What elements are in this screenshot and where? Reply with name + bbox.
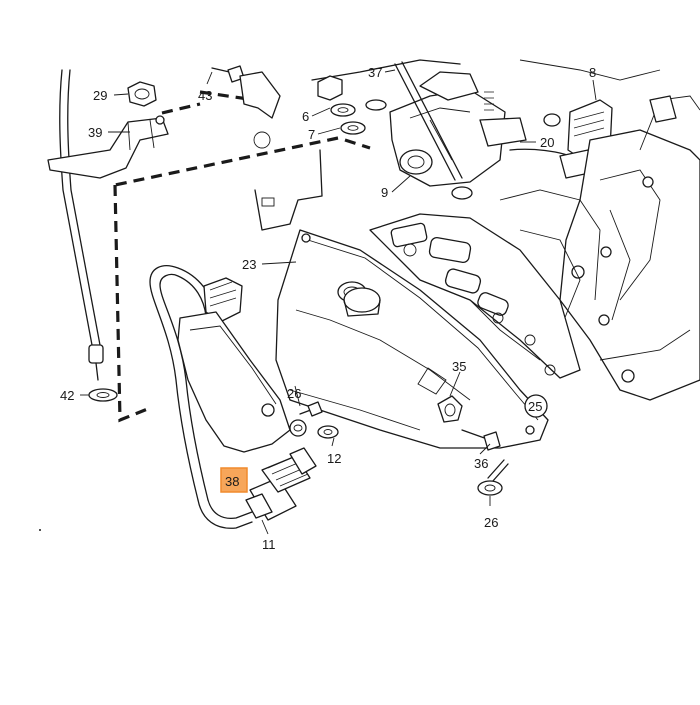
stray-dot (39, 529, 41, 531)
callout-38-highlight[interactable]: 38 (220, 467, 248, 493)
callout-36: 36 (474, 456, 488, 471)
callout-25: 25 (528, 399, 542, 414)
washer-stack-6-7 (317, 75, 387, 135)
clip-35 (437, 395, 463, 423)
washer-42 (88, 388, 118, 402)
leader-lines (80, 69, 597, 535)
callout-26-right: 26 (484, 515, 498, 530)
callout-6: 6 (302, 109, 309, 124)
upper-bracket (239, 59, 461, 231)
cable-connector (203, 277, 243, 323)
bolt-26-left (299, 401, 323, 417)
washer-12 (317, 425, 339, 439)
callout-12: 12 (327, 451, 341, 466)
heat-shield (177, 311, 307, 453)
callout-23: 23 (242, 257, 256, 272)
callout-20: 20 (540, 135, 554, 150)
highlight-box[interactable] (220, 467, 248, 493)
bracket-39 (47, 115, 169, 179)
left-cable-rod (59, 69, 118, 402)
callout-26-left: 26 (287, 386, 301, 401)
cover-23 (275, 229, 549, 449)
callout-42: 42 (60, 388, 74, 403)
part-25-marker (524, 394, 548, 418)
gearbox-housing (499, 59, 700, 401)
callout-29: 29 (93, 88, 107, 103)
callout-38[interactable]: 38 (225, 474, 239, 489)
nut-29 (127, 81, 157, 107)
callout-39: 39 (88, 125, 102, 140)
callout-43: 43 (198, 88, 212, 103)
valve-body (369, 213, 581, 379)
callout-9: 9 (381, 185, 388, 200)
shift-housing-37 (389, 61, 527, 200)
callout-7: 7 (308, 127, 315, 142)
callout-8: 8 (589, 65, 596, 80)
bolt-26-right (477, 459, 509, 496)
callout-35: 35 (452, 359, 466, 374)
sensor-11 (245, 447, 317, 521)
callout-11: 11 (262, 537, 276, 552)
callout-labels: 29 43 39 6 7 37 8 20 9 23 42 26 12 35 25… (60, 65, 596, 552)
sensor-cable (149, 265, 253, 529)
callout-37: 37 (368, 65, 382, 80)
bolt-43 (211, 65, 245, 83)
